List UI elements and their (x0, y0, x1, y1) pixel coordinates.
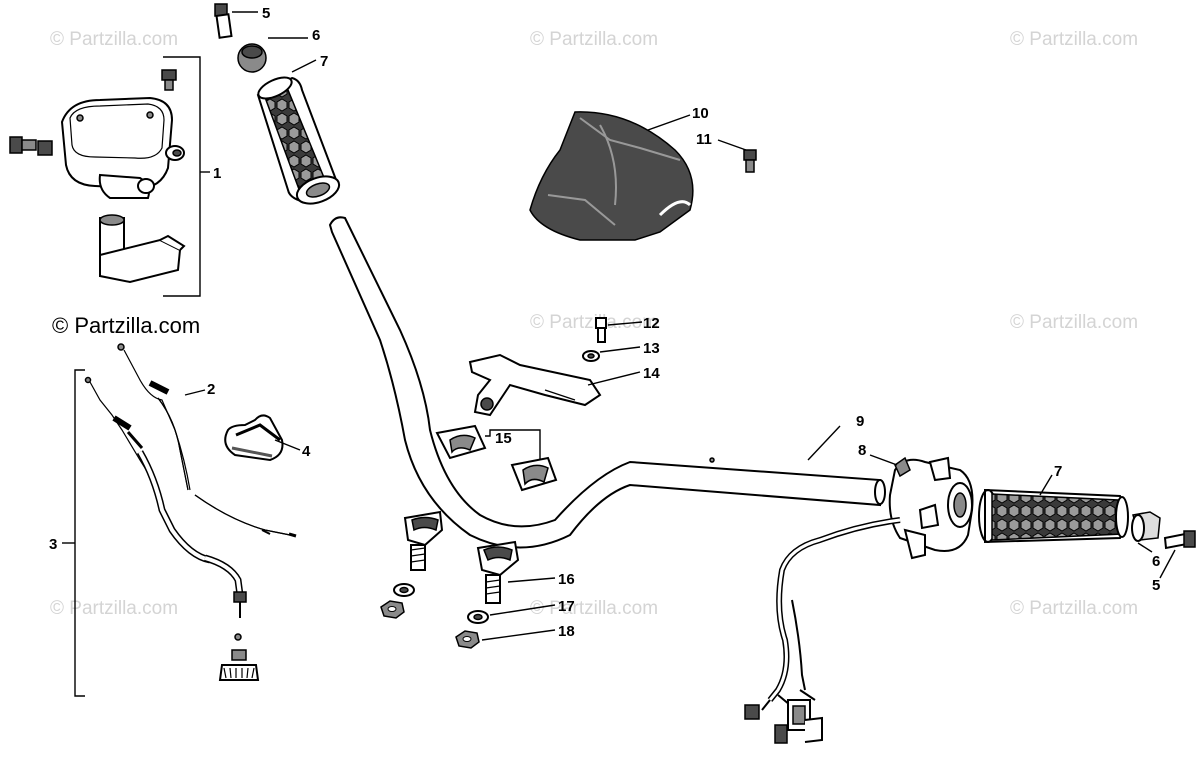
callout-9: 9 (856, 413, 864, 430)
throttle-cable (117, 343, 297, 538)
callout-6-left: 6 (312, 27, 320, 44)
left-screw (214, 3, 233, 39)
watermark-main: © Partzilla.com (52, 313, 200, 338)
callout-5-left: 5 (262, 5, 270, 22)
watermark-bottom-center: © Partzilla.com (530, 598, 658, 619)
callout-1: 1 (213, 165, 221, 182)
watermark-top-left: © Partzilla.com (50, 29, 178, 50)
handlebar (328, 216, 886, 549)
callout-6-right: 6 (1152, 553, 1160, 570)
nuts (380, 600, 480, 649)
right-grip (978, 488, 1129, 544)
cable-strap (224, 414, 284, 462)
brake-cable (84, 376, 260, 681)
switch-housing (888, 456, 974, 560)
callout-11: 11 (696, 131, 712, 148)
throttle-housing (9, 56, 210, 297)
callout-18: 18 (558, 623, 575, 640)
callout-17: 17 (558, 598, 575, 615)
callout-12: 12 (643, 315, 660, 332)
mounting-bracket (468, 353, 602, 417)
callout-7-left: 7 (320, 53, 328, 70)
left-grip (256, 76, 341, 205)
left-bar-end (237, 43, 267, 73)
callout-7-right: 7 (1054, 463, 1062, 480)
windshield (529, 111, 694, 241)
callout-10: 10 (692, 105, 709, 122)
watermark-mid-right: © Partzilla.com (1010, 312, 1138, 333)
watermark-bottom-left: © Partzilla.com (50, 598, 178, 619)
watermark-top-center: © Partzilla.com (530, 29, 658, 50)
callout-2: 2 (207, 381, 215, 398)
lower-clamps (403, 510, 520, 604)
callout-16: 16 (558, 571, 575, 588)
wiring-harness (744, 517, 901, 744)
callout-13: 13 (643, 340, 660, 357)
right-bar-end (1131, 511, 1161, 542)
callout-3: 3 (49, 536, 57, 553)
watermark-mid-center: © Partzilla.com (530, 312, 658, 333)
bracket-bolt (582, 317, 607, 362)
upper-clamps (435, 424, 558, 492)
watermark-bottom-right: © Partzilla.com (1010, 598, 1138, 619)
callout-8: 8 (858, 442, 866, 459)
callout-14: 14 (643, 365, 660, 382)
windshield-screw (743, 149, 757, 173)
washers (393, 583, 489, 624)
watermark-top-right: © Partzilla.com (1010, 29, 1138, 50)
callout-5-right: 5 (1152, 577, 1160, 594)
callout-4: 4 (302, 443, 311, 460)
right-screw (1163, 530, 1196, 550)
callout-15: 15 (495, 430, 512, 447)
